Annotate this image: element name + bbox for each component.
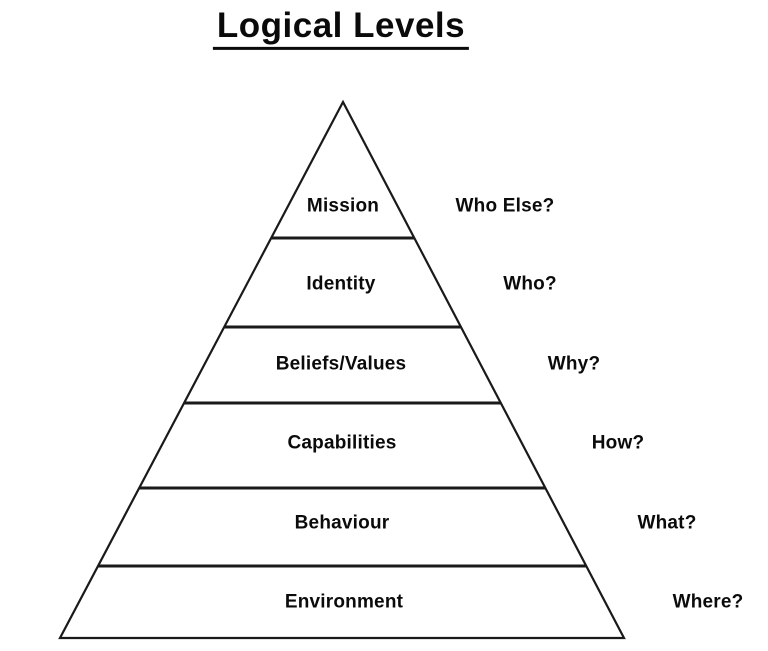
question-label-who: Who?: [503, 273, 557, 295]
question-label-where: Where?: [672, 591, 744, 613]
level-label-mission: Mission: [306, 195, 380, 217]
question-label-who-else: Who Else?: [455, 195, 555, 217]
pyramid-outline: [58, 99, 626, 640]
level-label-identity: Identity: [306, 273, 376, 295]
level-label-environment: Environment: [284, 591, 404, 613]
question-label-how: How?: [591, 432, 645, 454]
level-label-behaviour: Behaviour: [294, 512, 390, 534]
question-label-why: Why?: [547, 353, 601, 375]
page-title: Logical Levels: [212, 6, 470, 51]
level-label-beliefs-values: Beliefs/Values: [275, 353, 407, 375]
question-label-what: What?: [637, 512, 697, 534]
level-label-capabilities: Capabilities: [287, 432, 397, 454]
